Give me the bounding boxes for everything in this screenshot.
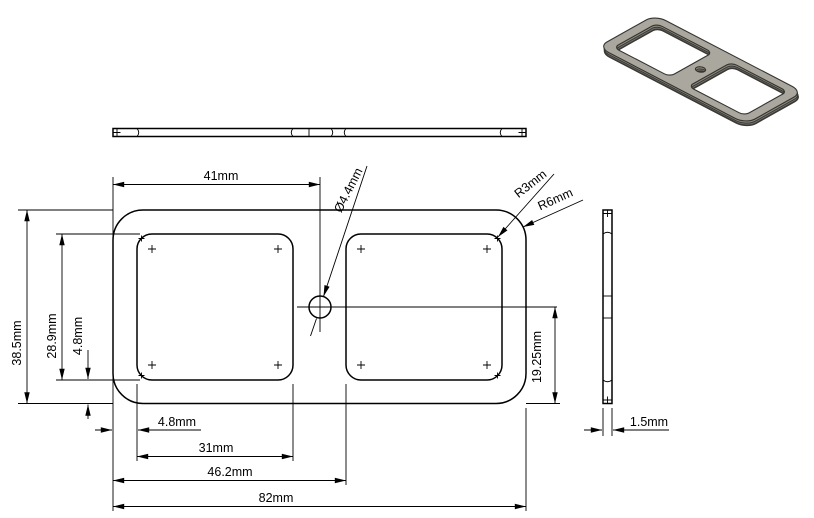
top-view-feature-lines bbox=[136, 128, 503, 137]
dim-half-height: 19.25mm bbox=[530, 307, 558, 404]
dim-bottom-margin: 4.8mm bbox=[71, 317, 91, 419]
dim-outer-radius: R6mm bbox=[522, 185, 584, 228]
dim-plate-height-label: 38.5mm bbox=[10, 320, 24, 365]
dim-thickness: 1.5mm bbox=[584, 415, 669, 433]
dim-right-cutout-offset-label: 46.2mm bbox=[207, 465, 252, 479]
side-view-feature-lines bbox=[602, 231, 613, 383]
dim-plate-width: 82mm bbox=[113, 491, 526, 510]
dim-plate-width-label: 82mm bbox=[259, 491, 294, 505]
hole-centerlines bbox=[297, 177, 557, 332]
dim-hole-diameter: Ø4.4mm bbox=[310, 166, 368, 337]
corner-center-marks bbox=[138, 235, 501, 379]
dim-half-height-label: 19.25mm bbox=[530, 331, 544, 383]
dim-right-cutout-offset: 46.2mm bbox=[113, 465, 346, 484]
dim-bottom-margin-label: 4.8mm bbox=[71, 317, 85, 355]
iso-plate-top-face bbox=[598, 15, 803, 124]
dim-hole-offset-label: 41mm bbox=[204, 169, 239, 183]
dim-cutout-width-label: 31mm bbox=[199, 441, 234, 455]
dim-cutout-height: 28.9mm bbox=[45, 234, 65, 380]
side-view-end-marks bbox=[603, 210, 612, 404]
extension-lines bbox=[18, 177, 613, 511]
side-view bbox=[602, 209, 613, 405]
dim-plate-height: 38.5mm bbox=[10, 210, 30, 404]
top-view bbox=[112, 127, 527, 138]
isometric-view bbox=[598, 15, 804, 128]
dim-thickness-label: 1.5mm bbox=[630, 415, 668, 429]
left-cutout bbox=[136, 233, 294, 381]
dim-outer-radius-label: R6mm bbox=[536, 185, 575, 213]
dim-left-margin-label: 4.8mm bbox=[158, 415, 196, 429]
dim-cutout-height-label: 28.9mm bbox=[45, 313, 59, 358]
dim-left-margin: 4.8mm bbox=[95, 415, 201, 433]
dim-hole-diameter-label: Ø4.4mm bbox=[331, 166, 365, 215]
dim-inner-radius-label: R3mm bbox=[512, 167, 550, 201]
dim-cutout-width: 31mm bbox=[137, 441, 293, 460]
dim-hole-offset: 41mm bbox=[113, 169, 320, 188]
top-view-end-marks bbox=[113, 129, 526, 136]
